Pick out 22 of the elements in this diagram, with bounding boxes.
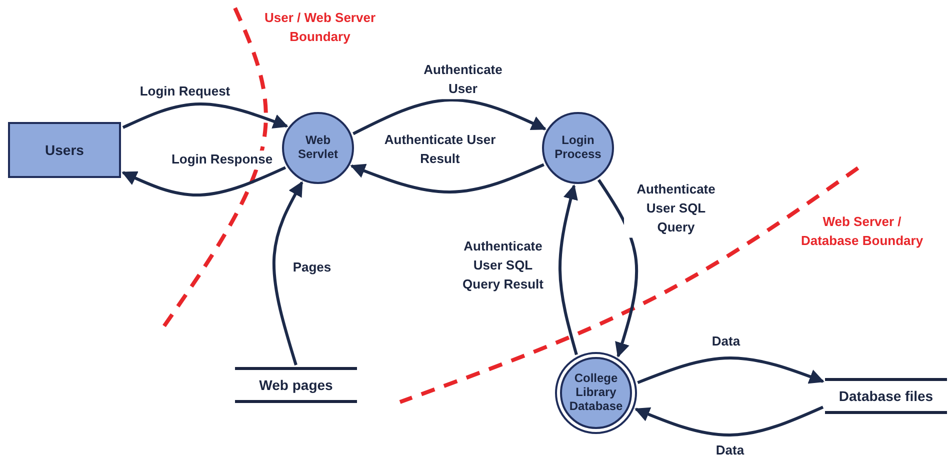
boundary-label: User / Web Server Boundary bbox=[263, 9, 377, 46]
data-store bbox=[825, 378, 947, 414]
node-label: Users bbox=[45, 142, 84, 158]
node-label: College Library Database bbox=[568, 372, 624, 414]
node-label: Login Process bbox=[554, 134, 602, 162]
arrow bbox=[272, 181, 304, 366]
arrow bbox=[350, 163, 544, 194]
edge-label: Login Response bbox=[169, 150, 275, 170]
arrow bbox=[597, 179, 638, 358]
node-label: Web pages bbox=[259, 377, 333, 393]
arrow bbox=[122, 102, 288, 129]
arrow bbox=[634, 406, 824, 436]
data-store bbox=[235, 367, 357, 403]
boundary-label: Web Server / Database Boundary bbox=[800, 213, 924, 250]
process-circle bbox=[282, 112, 354, 184]
node-label: Web Servlet bbox=[296, 134, 340, 162]
arrow bbox=[637, 356, 824, 384]
arrow bbox=[558, 184, 578, 356]
node-label: Database files bbox=[838, 388, 934, 404]
arrow bbox=[352, 98, 546, 136]
process-box bbox=[8, 122, 121, 178]
arrow bbox=[122, 166, 286, 196]
